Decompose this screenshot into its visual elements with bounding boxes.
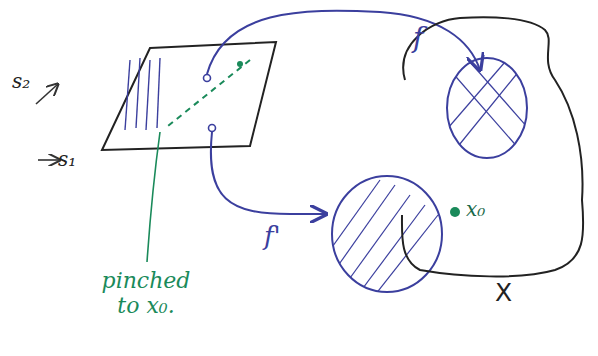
map-label: f <box>413 22 423 54</box>
upper-hatching <box>448 62 528 150</box>
pinch-point <box>450 207 460 217</box>
note: pinched to x₀. <box>100 268 192 319</box>
lower-disk <box>332 176 442 292</box>
point <box>204 75 211 82</box>
map-f <box>207 11 480 74</box>
square-hatching <box>125 58 160 130</box>
green-dot <box>237 61 243 67</box>
s2-arrow <box>36 84 58 104</box>
leader-line <box>147 132 160 262</box>
map-f-prime <box>211 132 326 214</box>
blob-path <box>402 17 583 276</box>
space-region: X <box>380 5 595 327</box>
s1-arrow <box>38 159 60 161</box>
lower-hatching <box>330 180 438 295</box>
square <box>102 42 276 150</box>
direction-label: s₁ <box>58 148 76 171</box>
space-name: X <box>495 278 512 307</box>
point-label: x₀ <box>466 198 485 221</box>
direction-label: s₂ <box>12 70 30 93</box>
upper-disk <box>447 58 527 158</box>
blob-outline <box>380 5 595 327</box>
point <box>209 125 216 132</box>
map-label: f' <box>264 222 281 252</box>
